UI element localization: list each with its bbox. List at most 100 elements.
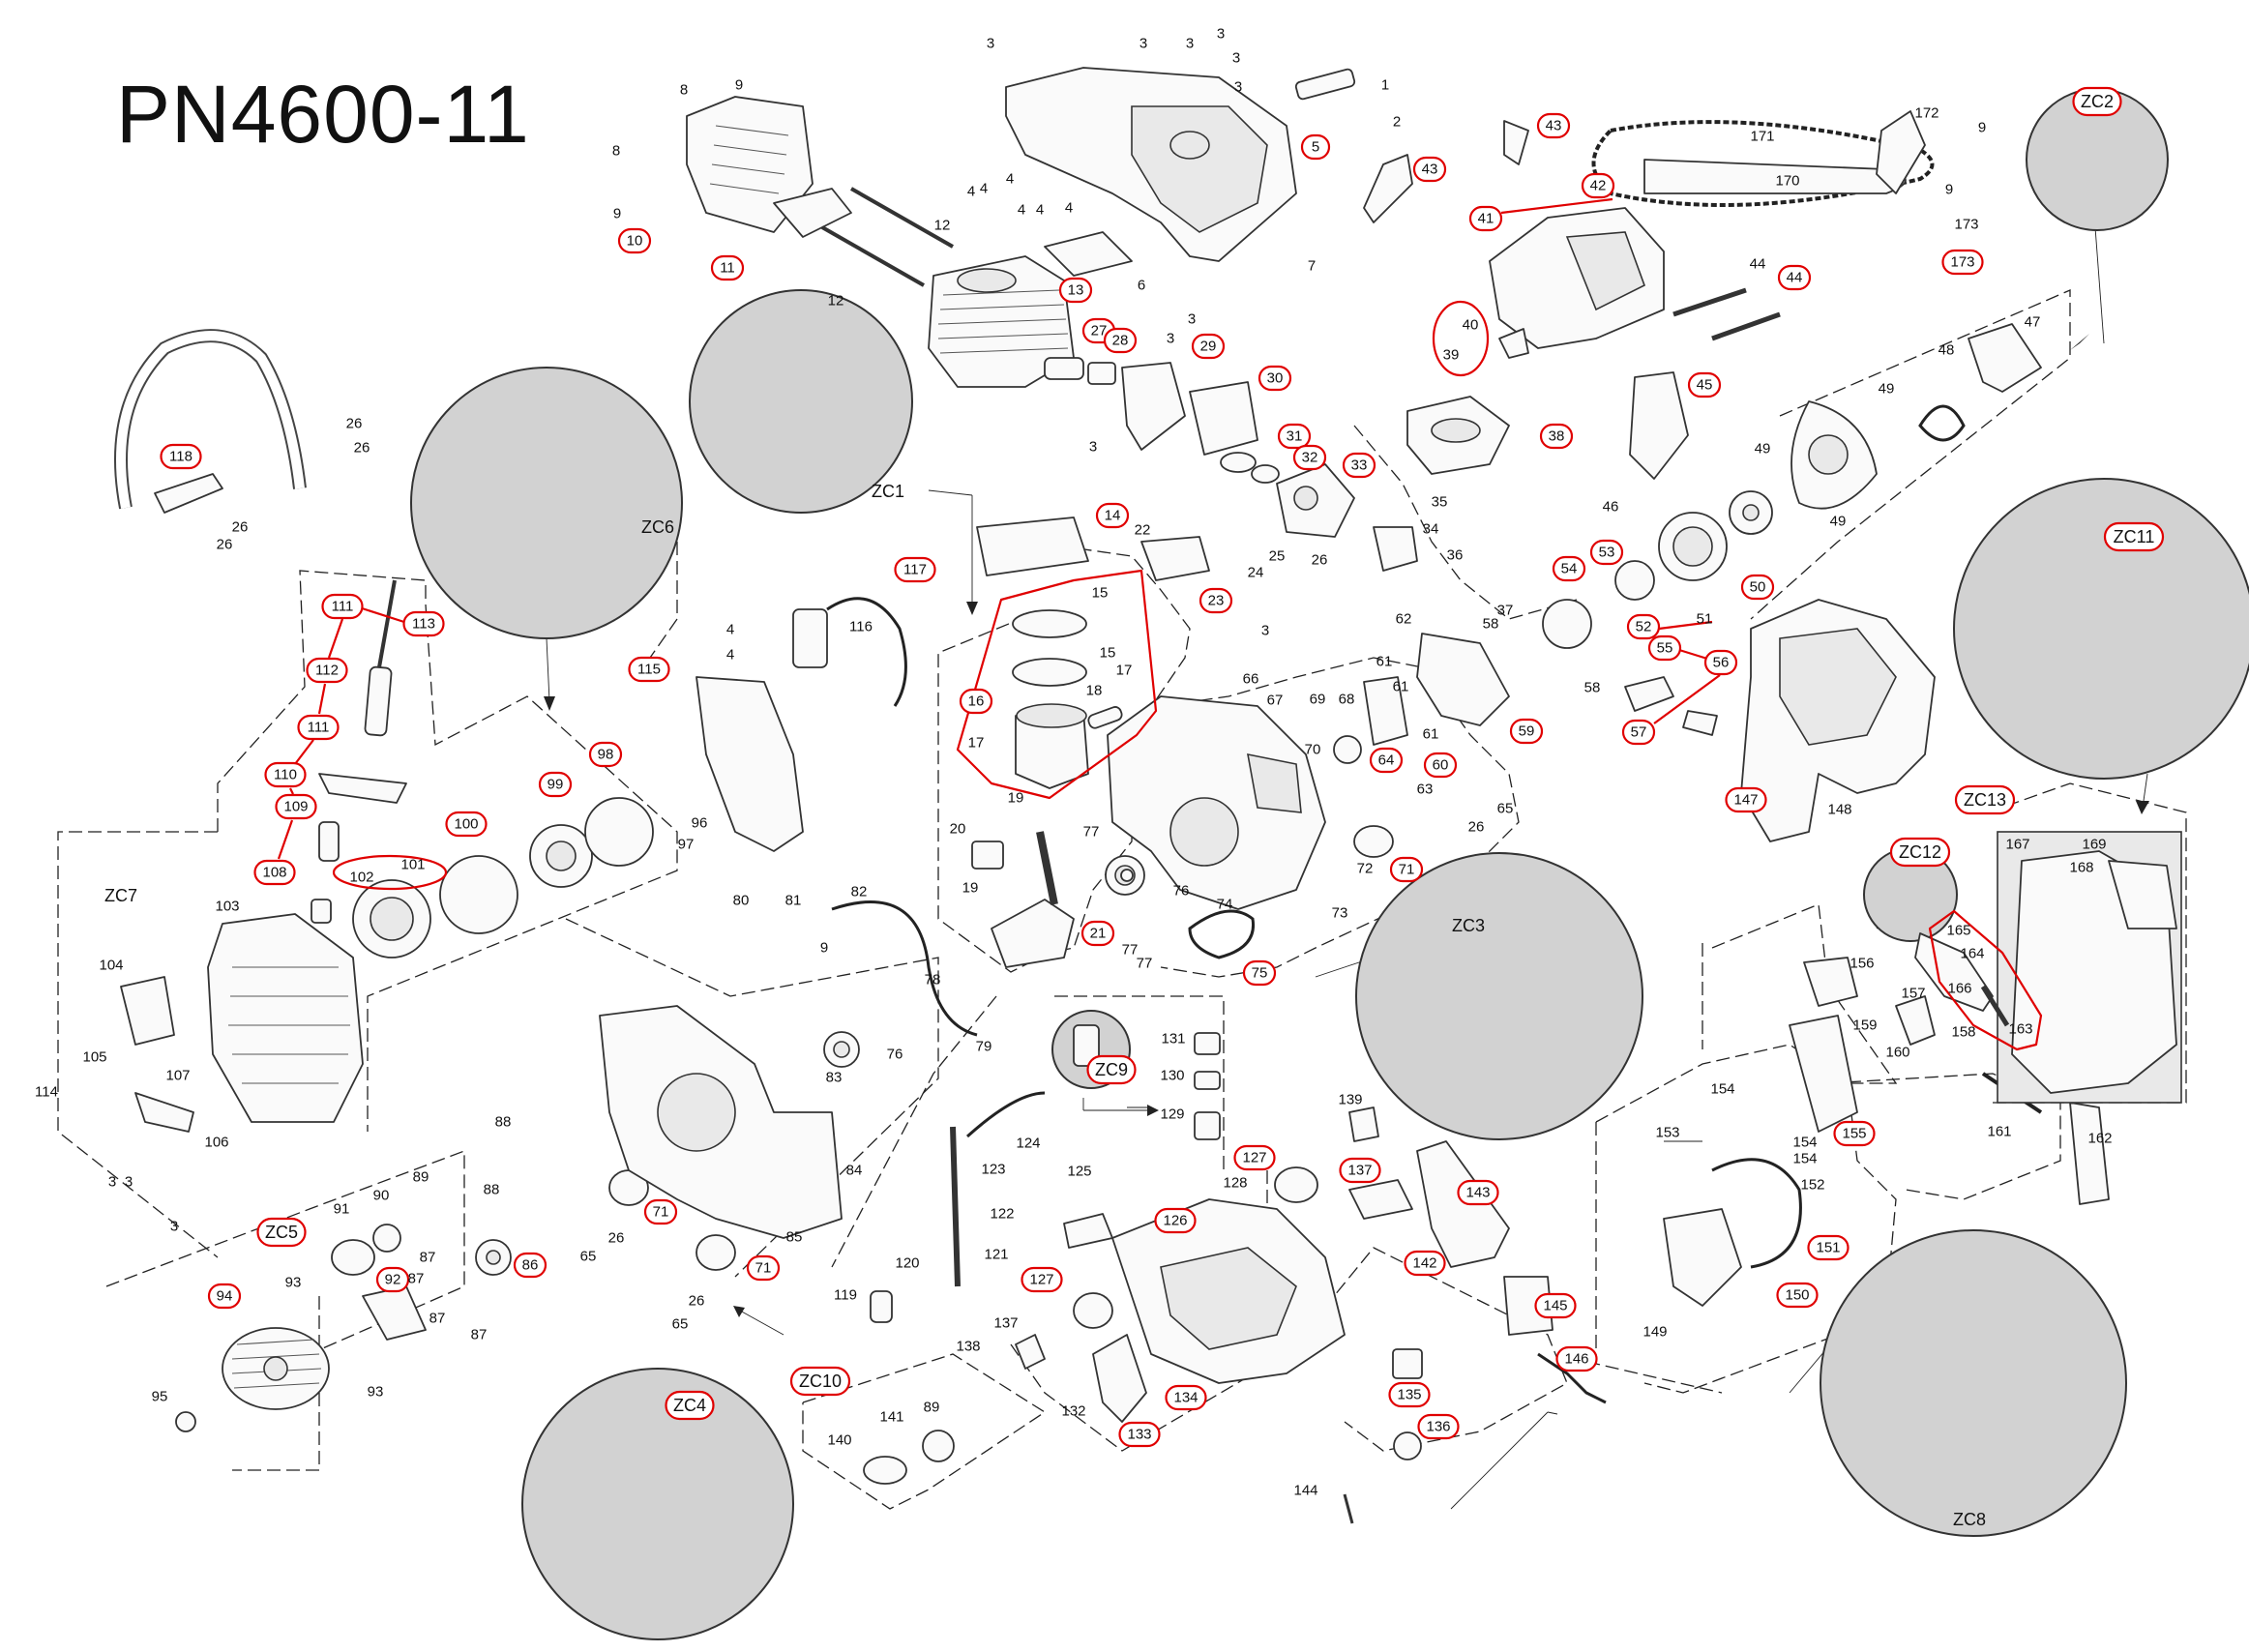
callout-zc5: ZC5: [256, 1217, 307, 1248]
callout-highlight-ring: [1954, 784, 2016, 815]
callout-backdrop: [1538, 114, 1569, 137]
callout-34: 34: [1423, 521, 1439, 538]
callout-23: 23: [1198, 587, 1233, 614]
callout-label: 127: [1029, 1272, 1053, 1288]
callout-label: 22: [1135, 522, 1151, 539]
callout-label: 9: [820, 940, 828, 957]
callout-113: 113: [402, 610, 445, 637]
callout-17: 17: [1116, 663, 1133, 679]
callout-backdrop: [161, 445, 201, 468]
callout-label: 3: [1167, 331, 1174, 347]
callout-label: 31: [1287, 428, 1303, 445]
callout-label: 166: [1947, 981, 1971, 997]
callout-label: 109: [283, 799, 308, 815]
callout-164: 164: [1960, 946, 1984, 962]
callout-label: 102: [349, 870, 373, 886]
callout-highlight-ring: [894, 556, 936, 583]
callout-label: 121: [984, 1247, 1008, 1263]
callout-backdrop: [1583, 174, 1613, 197]
callout-118: 118: [160, 443, 202, 470]
callout-label: 46: [1603, 499, 1619, 516]
callout-label: 42: [1590, 178, 1607, 194]
callout-label: 4: [980, 181, 988, 197]
callout-8: 8: [612, 143, 620, 160]
callout-label: 61: [1423, 726, 1439, 743]
callout-label: 133: [1127, 1427, 1151, 1443]
callout-3: 3: [1217, 26, 1225, 43]
callout-label: 74: [1217, 897, 1233, 913]
callout-label: 58: [1584, 680, 1601, 696]
callout-3: 3: [125, 1174, 133, 1191]
callout-3: 3: [108, 1174, 116, 1191]
callout-label: 97: [678, 837, 695, 853]
callout-backdrop: [1234, 1146, 1275, 1169]
callout-46: 46: [1603, 499, 1619, 516]
callout-backdrop: [1554, 557, 1584, 580]
callout-label: 111: [332, 599, 354, 615]
callout-5: 5: [1300, 133, 1331, 161]
callout-37: 37: [1497, 603, 1514, 619]
callout-label: 61: [1376, 654, 1393, 670]
callout-42: 42: [1581, 172, 1615, 199]
callout-label: 111: [308, 720, 330, 736]
callout-highlight-ring: [1534, 1292, 1577, 1319]
callout-7: 7: [1308, 258, 1316, 275]
callout-43: 43: [1536, 112, 1571, 139]
callout-121: 121: [984, 1247, 1008, 1263]
callout-label: 158: [1951, 1024, 1975, 1041]
callout-highlight-ring: [445, 811, 488, 838]
callout-88: 88: [495, 1114, 512, 1131]
callout-highlight-ring: [1292, 444, 1327, 471]
callout-label: 154: [1792, 1151, 1817, 1167]
callout-148: 148: [1827, 802, 1851, 818]
callout-label: 101: [400, 857, 425, 873]
callout-25: 25: [1269, 548, 1286, 565]
callout-highlight-ring: [1021, 1266, 1063, 1293]
callout-label: 96: [692, 815, 708, 832]
callout-138: 138: [956, 1339, 980, 1355]
callout-126: 126: [1154, 1207, 1197, 1234]
callout-98: 98: [588, 741, 623, 768]
callout-96: 96: [692, 815, 708, 832]
callout-label: 43: [1422, 162, 1438, 178]
callout-highlight-ring: [402, 610, 445, 637]
callout-93: 93: [368, 1384, 384, 1401]
callout-40: 40: [1463, 317, 1479, 334]
callout-21: 21: [1080, 920, 1115, 947]
callout-label: 35: [1432, 494, 1448, 511]
callout-highlight-ring: [1417, 1413, 1460, 1440]
callout-highlight-ring: [1626, 613, 1661, 640]
callout-label: ZC8: [1953, 1510, 1986, 1529]
callout-154: 154: [1792, 1151, 1817, 1167]
callout-label: 65: [1497, 801, 1514, 817]
callout-backdrop: [1777, 1283, 1818, 1307]
callout-label: 83: [826, 1070, 843, 1086]
callout-64: 64: [1369, 747, 1404, 774]
callout-label: 6: [1138, 278, 1145, 294]
callout-backdrop: [276, 795, 316, 818]
callout-9: 9: [613, 206, 621, 222]
callout-44: 44: [1750, 256, 1766, 273]
callout-label: 162: [2087, 1131, 2112, 1147]
callout-label: 49: [1755, 441, 1771, 457]
callout-backdrop: [961, 690, 991, 713]
callout-label: 52: [1636, 619, 1652, 635]
callout-label: 8: [680, 82, 688, 99]
callout-label: 13: [1068, 282, 1084, 299]
callout-label: 135: [1397, 1387, 1421, 1403]
callout-49: 49: [1879, 381, 1895, 398]
zoom-circle-zc11: [1953, 478, 2249, 780]
callout-171: 171: [1750, 129, 1774, 145]
callout-label: 9: [1978, 120, 1986, 136]
callout-6: 6: [1138, 278, 1145, 294]
callout-29: 29: [1191, 333, 1226, 360]
callout-26: 26: [689, 1293, 705, 1310]
callout-label: 8: [612, 143, 620, 160]
callout-59: 59: [1509, 718, 1544, 745]
callout-backdrop: [1425, 753, 1456, 777]
callout-label: 43: [1546, 118, 1562, 134]
callout-label: 29: [1200, 339, 1217, 355]
callout-label: 169: [2082, 837, 2106, 853]
callout-backdrop: [265, 763, 306, 786]
callout-label: 3: [1186, 36, 1194, 52]
